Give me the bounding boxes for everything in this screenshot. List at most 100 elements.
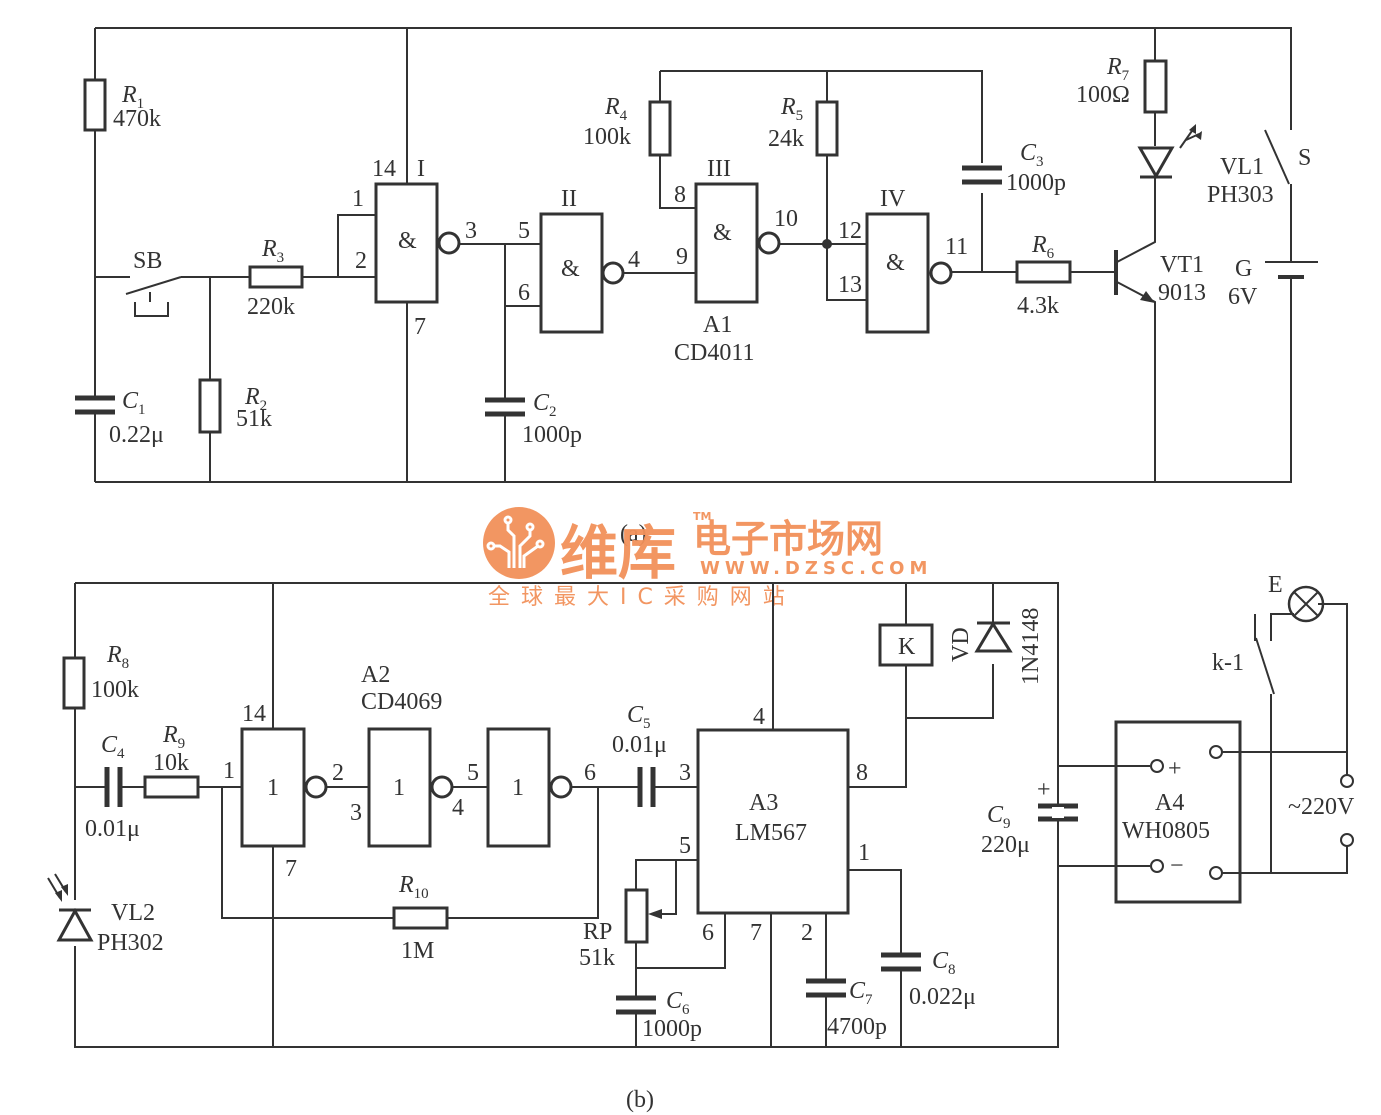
inv3-pin-6: 6: [584, 760, 596, 786]
k-label: K: [898, 634, 916, 660]
gate3-roman: III: [707, 156, 731, 182]
gate3-pin-10: 10: [774, 206, 798, 232]
c8-value: 0.022μ: [909, 984, 976, 1010]
gate1-pin-3: 3: [465, 218, 477, 244]
r10-name: R10: [398, 872, 429, 902]
nand-gate-1: [374, 182, 439, 304]
r8-value: 100k: [91, 677, 139, 703]
a3-pin-8: 8: [856, 760, 868, 786]
vl1-part: PH303: [1207, 182, 1274, 208]
gate2-symbol: &: [561, 256, 580, 282]
a2-part: CD4069: [361, 689, 442, 715]
a2-name: A2: [361, 662, 390, 688]
vt1-name: VT1: [1160, 252, 1204, 278]
mains-terminal-2[interactable]: [1340, 833, 1354, 847]
c5-name: C5: [627, 702, 651, 732]
a4-terminal-ac1: [1209, 745, 1223, 759]
c3-value: 1000p: [1006, 170, 1066, 196]
wire-gate1-gate2: [459, 243, 541, 482]
gate3-symbol: &: [713, 220, 732, 246]
inv1-pin-7: 7: [285, 856, 297, 882]
switch-sb-button[interactable]: [134, 292, 169, 317]
r8-name: R8: [106, 642, 129, 672]
inv3-pin-5: 5: [467, 760, 479, 786]
vt1-part: 9013: [1158, 280, 1206, 306]
wire-rp: [635, 859, 726, 1047]
a1-name: A1: [703, 312, 732, 338]
a3-pin-2: 2: [801, 920, 813, 946]
lamp-e: [1287, 585, 1325, 623]
relay-contact-k1[interactable]: [1255, 637, 1275, 695]
r7-value: 100Ω: [1076, 82, 1130, 108]
gate4-pin-11: 11: [945, 234, 968, 260]
inv1-pin-2: 2: [332, 760, 344, 786]
rp-value: 51k: [579, 945, 615, 971]
mains-terminal-1[interactable]: [1340, 774, 1354, 788]
r3-name: R3: [261, 236, 284, 266]
gate1-pin-2: 2: [355, 248, 367, 274]
g-value: 6V: [1228, 284, 1258, 310]
wire-ac: [1222, 603, 1348, 874]
potentiometer-rp[interactable]: [624, 888, 649, 944]
r5-value: 24k: [768, 126, 804, 152]
r2-value: 51k: [236, 406, 272, 432]
gate1-pin-7: 7: [414, 314, 426, 340]
a4-name: A4: [1155, 790, 1184, 816]
inverter-1: [240, 727, 306, 848]
a4-minus-label: −: [1170, 853, 1184, 879]
resistor-r7: [1143, 59, 1168, 114]
inverter-2: [367, 727, 432, 848]
gate2-pin-4: 4: [628, 247, 640, 273]
c4-value: 0.01μ: [85, 816, 140, 842]
switch-sb-blade[interactable]: [125, 276, 182, 295]
c9-polarity: +: [1037, 777, 1051, 803]
r1-value: 470k: [113, 106, 161, 132]
a3-name: A3: [749, 790, 778, 816]
a4-terminal-minus: [1150, 859, 1164, 873]
g-name: G: [1235, 256, 1252, 282]
logo-brand-cn-2: 电子市场网: [693, 517, 883, 561]
r2-name: R2: [244, 384, 267, 414]
vd-name: VD: [948, 627, 974, 662]
c2-name: C2: [533, 390, 557, 420]
c1-value: 0.22μ: [109, 422, 164, 448]
switch-s[interactable]: [1264, 129, 1290, 185]
inv1-pin-14: 14: [242, 701, 266, 727]
wire-bottom-rail-a: [95, 290, 1292, 483]
inv3-symbol: 1: [512, 775, 524, 801]
wire-a4-dc: [1058, 765, 1150, 867]
transistor-vt1-collector: [1116, 178, 1156, 263]
a3-pin-1: 1: [858, 840, 870, 866]
gate2-pin-6: 6: [518, 280, 530, 306]
a3-part: LM567: [735, 820, 807, 846]
c9-gap: [1052, 807, 1064, 818]
a4-plus-label: +: [1168, 756, 1182, 782]
c4-name: C4: [101, 732, 125, 762]
gate2-roman: II: [561, 186, 577, 212]
lamp-e-cross: [1293, 591, 1319, 617]
transistor-vt1-emitter: [1116, 281, 1156, 482]
gate4-pin-12: 12: [838, 218, 862, 244]
r9-name: R9: [162, 722, 185, 752]
wire-r10: [221, 787, 599, 919]
e-label: E: [1268, 572, 1283, 598]
logo-tm: TM: [693, 510, 711, 523]
potentiometer-wiper-arrow[interactable]: [648, 909, 662, 919]
resistor-r9: [143, 775, 200, 799]
inv1-symbol: 1: [267, 775, 279, 801]
logo-brand-cn-1: 维库: [560, 519, 676, 587]
c5-value: 0.01μ: [612, 732, 667, 758]
c6-value: 1000p: [642, 1016, 702, 1042]
relay-coil-k: [878, 623, 934, 667]
inverter-3: [486, 727, 551, 848]
photodiode-vl2: [56, 907, 94, 942]
r1-name: R1: [121, 82, 144, 112]
resistor-r5: [815, 100, 839, 157]
gate3-pin-9: 9: [676, 244, 688, 270]
watermark-logo: 维库 TM 电子市场网 WWW.DZSC.COM 全 球 最 大 I C 采 购…: [483, 507, 927, 610]
a3-pin-6: 6: [702, 920, 714, 946]
sb-label: SB: [133, 248, 162, 274]
a4-terminal-plus: [1150, 759, 1164, 773]
nand-gate-4: [865, 212, 930, 334]
inv2-pin-4: 4: [452, 795, 464, 821]
